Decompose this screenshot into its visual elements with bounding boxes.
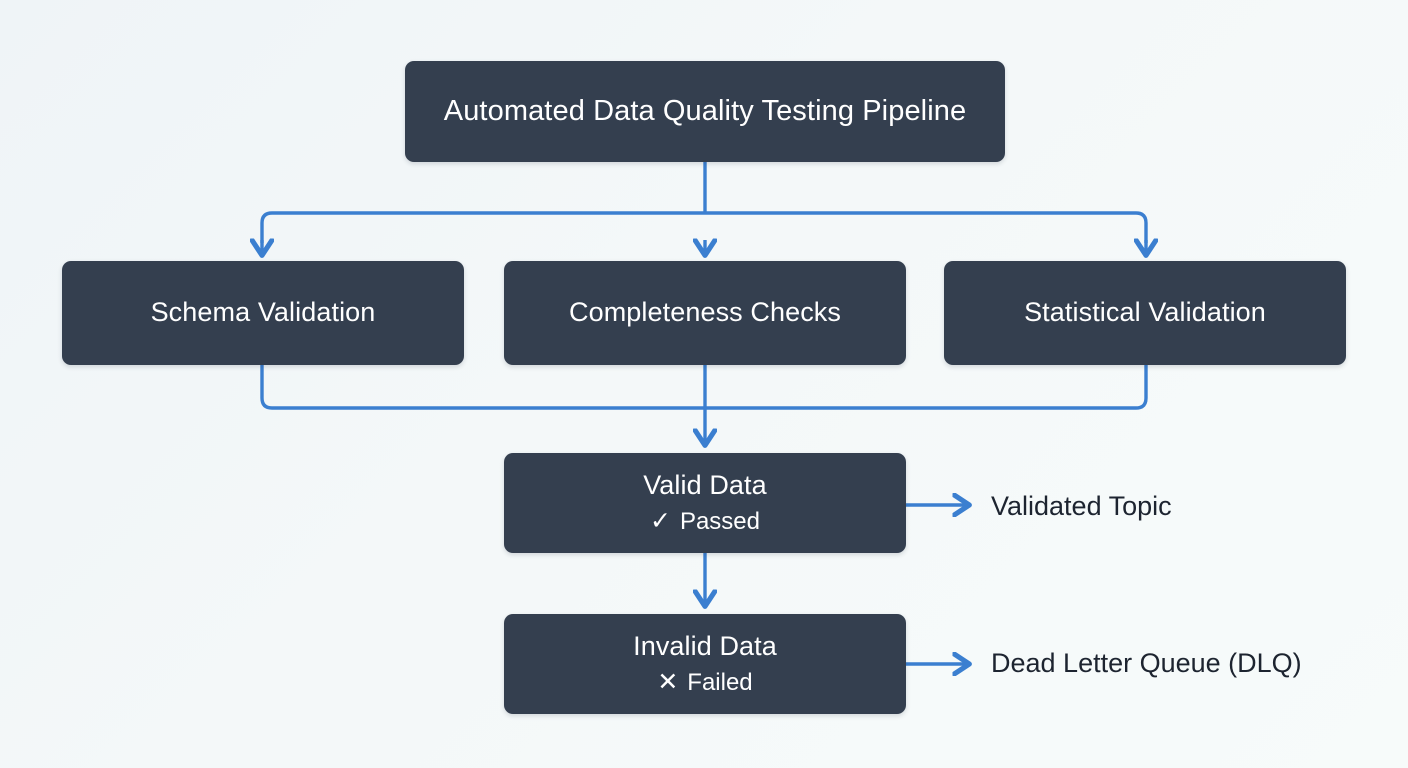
node-statistical-validation[interactable]: Statistical Validation — [944, 261, 1346, 365]
endpoint-dead-letter-queue: Dead Letter Queue (DLQ) — [991, 648, 1302, 678]
node-valid-data[interactable]: Valid Data ✓ Passed — [504, 453, 906, 553]
node-pipeline-root-label: Automated Data Quality Testing Pipeline — [443, 94, 967, 127]
connector-from-schema — [260, 365, 273, 410]
node-invalid-data[interactable]: Invalid Data ✕ Failed — [504, 614, 906, 714]
connector-fanout-left-elbow — [260, 211, 273, 243]
node-schema-validation-label: Schema Validation — [150, 297, 376, 328]
node-invalid-data-status: ✕ Failed — [657, 669, 752, 697]
node-pipeline-root[interactable]: Automated Data Quality Testing Pipeline — [405, 61, 1005, 162]
node-invalid-data-label: Invalid Data — [633, 631, 777, 662]
node-valid-data-label: Valid Data — [643, 470, 767, 501]
connector-from-statistical — [1135, 365, 1148, 410]
endpoint-validated-topic: Validated Topic — [991, 491, 1172, 521]
node-completeness-checks-label: Completeness Checks — [568, 297, 842, 328]
check-icon: ✓ — [649, 507, 671, 536]
node-invalid-data-status-text: Failed — [687, 668, 753, 696]
node-valid-data-status: ✓ Passed — [650, 508, 760, 536]
node-valid-data-status-text: Passed — [679, 507, 760, 535]
cross-icon: ✕ — [657, 668, 679, 697]
connector-fanout-right-elbow — [1135, 211, 1148, 243]
node-schema-validation[interactable]: Schema Validation — [62, 261, 464, 365]
node-completeness-checks[interactable]: Completeness Checks — [504, 261, 906, 365]
node-statistical-validation-label: Statistical Validation — [1024, 297, 1266, 328]
